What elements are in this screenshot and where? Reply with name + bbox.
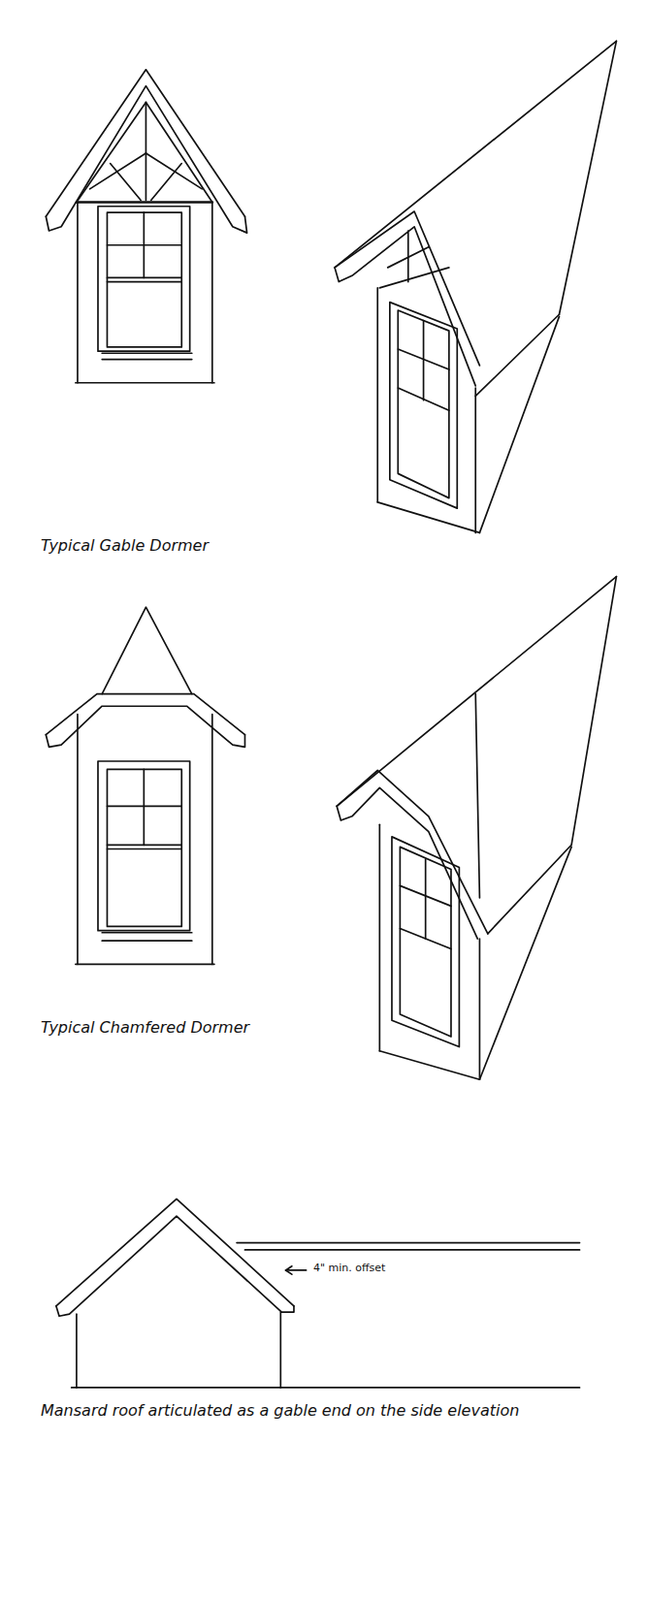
figure-caption: Typical Chamfered Dormer	[40, 1018, 250, 1037]
gable-dormer-front	[45, 69, 247, 384]
figure-caption: Mansard roof articulated as a gable end …	[40, 1401, 519, 1421]
dimension-note: 4" min. offset	[312, 1262, 387, 1275]
mansard-gable-elevation	[56, 1198, 581, 1389]
figure-caption: Typical Gable Dormer	[40, 536, 209, 555]
chamfered-dormer-front	[45, 607, 245, 965]
gable-dormer-perspective	[334, 40, 616, 533]
chamfered-dormer-perspective	[336, 577, 616, 1081]
